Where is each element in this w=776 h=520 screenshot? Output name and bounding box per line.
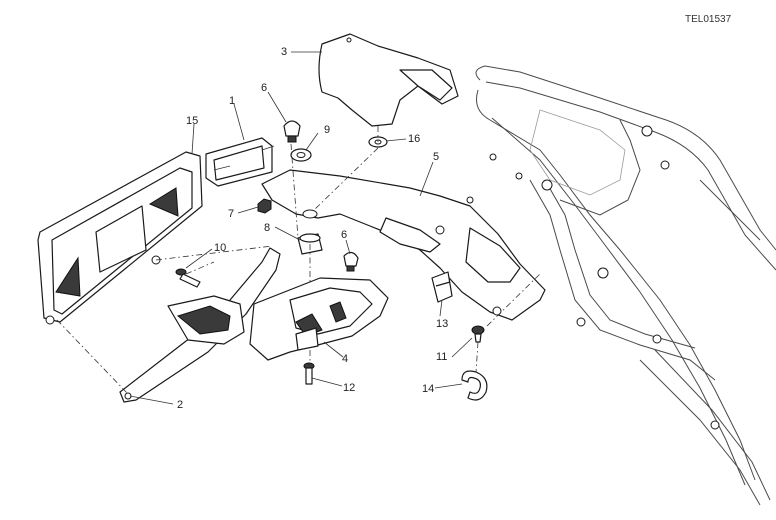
part-mudguard-cover — [318, 33, 459, 127]
frame-mount-hole — [515, 172, 523, 180]
frame-mount-hole — [710, 420, 720, 430]
callout-4: 4 — [342, 353, 348, 365]
callout-3: 3 — [281, 46, 287, 58]
callout-14: 14 — [422, 383, 434, 395]
rear-subframe — [475, 65, 776, 506]
callout-11: 11 — [436, 351, 447, 363]
part-fastener-lower — [343, 251, 359, 272]
frame-mount-hole — [660, 160, 670, 170]
frame-mount-hole — [541, 179, 553, 191]
frame-mount-hole — [489, 153, 497, 161]
callout-1: 1 — [229, 95, 235, 107]
callout-leaders — [129, 51, 473, 405]
callout-12: 12 — [343, 382, 355, 394]
callout-9: 9 — [324, 124, 330, 136]
part-long-bolt — [303, 362, 315, 385]
part-license-plate — [37, 151, 203, 325]
callout-10: 10 — [214, 242, 226, 254]
callout-16: 16 — [408, 133, 420, 145]
part-grommet — [290, 148, 312, 162]
frame-mount-hole — [597, 267, 609, 279]
frame-mount-hole — [641, 125, 653, 137]
callout-15: 15 — [186, 115, 198, 127]
callout-6-top: 6 — [261, 82, 267, 94]
frame-mount-hole — [576, 317, 586, 327]
part-reflector — [205, 137, 275, 187]
callout-2: 2 — [177, 399, 183, 411]
callout-8: 8 — [264, 222, 270, 234]
part-screw-right — [471, 325, 485, 343]
part-cable-clamp — [461, 370, 488, 401]
part-clip — [431, 271, 453, 303]
part-fastener-top — [283, 120, 301, 143]
part-lower-cover — [249, 277, 389, 361]
callout-6-lower: 6 — [341, 229, 347, 241]
callout-13: 13 — [436, 318, 448, 330]
frame-mount-hole — [652, 334, 662, 344]
assembly-lines — [56, 126, 541, 395]
callout-5: 5 — [433, 151, 439, 163]
part-nut — [257, 198, 272, 214]
callout-7: 7 — [228, 208, 234, 220]
diagram-reference-code: TEL01537 — [685, 14, 732, 25]
part-bolt — [175, 268, 201, 288]
part-plate-holder-bracket — [261, 169, 546, 321]
part-plate-holder-arm — [119, 247, 281, 403]
